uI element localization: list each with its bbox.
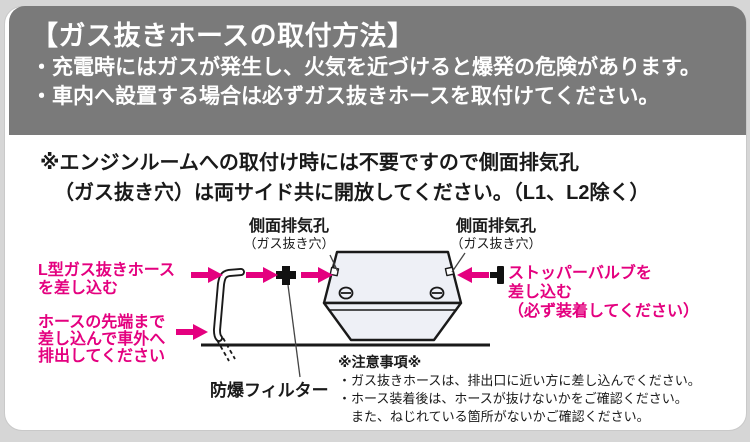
warning-line-2: ・車内へ設置する場合は必ずガス抜きホースを取付けてください。	[31, 85, 660, 108]
engine-room-note: ※エンジンルームへの取付け時には不要ですので側面排気孔 （ガス抜き穴）は両サイド…	[40, 148, 720, 208]
caution-notes: ※注意事項※ ・ガス抜きホースは、排出口に近い方に差し込んでください。 ・ホース…	[338, 353, 701, 426]
page-title: 【ガス抜きホースの取付方法】	[31, 21, 415, 51]
warning-line-1: ・充電時にはガスが発生し、火気を近づけると爆発の危険があります。	[31, 56, 701, 79]
hose-insert-label: L型ガス抜きホース を差し込む	[38, 262, 175, 297]
caution-line-2: ・ホース装着後は、ホースが抜けないかをご確認ください。	[338, 391, 688, 406]
caution-line-1: ・ガス抜きホースは、排出口に近い方に差し込んでください。	[338, 373, 701, 388]
vent-right-sub: （ガス抜き穴）	[450, 236, 542, 251]
vent-left-sub: （ガス抜き穴）	[243, 236, 335, 251]
vent-label-right: 側面排気孔 （ガス抜き穴）	[440, 218, 552, 251]
note-line-1: ※エンジンルームへの取付け時には不要ですので側面排気孔	[40, 152, 579, 174]
header-band: 【ガス抜きホースの取付方法】 ・充電時にはガスが発生し、火気を近づけると爆発の危…	[9, 6, 746, 135]
battery-cap-icon	[338, 286, 445, 300]
arrow-hose-to-filter-icon	[246, 267, 278, 283]
hose-tip-label: ホースの先端まで 差し込んで車外へ 排出してください	[38, 314, 166, 365]
arrow-stopper-to-battery-icon	[457, 267, 489, 283]
caution-title: ※注意事項※	[338, 354, 422, 370]
stopper-valve-icon	[490, 266, 504, 284]
note-line-2: （ガス抜き穴）は両サイド共に開放してください。（L1、L2除く）	[54, 182, 650, 204]
vent-label-left: 側面排気孔 （ガス抜き穴）	[233, 218, 345, 251]
arrow-filter-to-battery-icon	[301, 267, 333, 283]
stopper-valve-label: ストッパーバルブを 差し込む （必ず装着してください）	[508, 265, 700, 320]
leader-lines	[287, 252, 466, 378]
filter-icon	[276, 266, 296, 285]
l-hose-illustration	[212, 268, 245, 362]
caution-line-3: また、ねじれている箇所がないかご確認ください。	[351, 409, 650, 424]
filter-label: 防爆フィルター	[210, 381, 329, 400]
vent-right-title: 側面排気孔	[455, 218, 536, 235]
vent-left-title: 側面排気孔	[248, 218, 329, 235]
arrow-to-hose-tip-icon	[176, 324, 208, 340]
battery-illustration	[322, 250, 463, 342]
